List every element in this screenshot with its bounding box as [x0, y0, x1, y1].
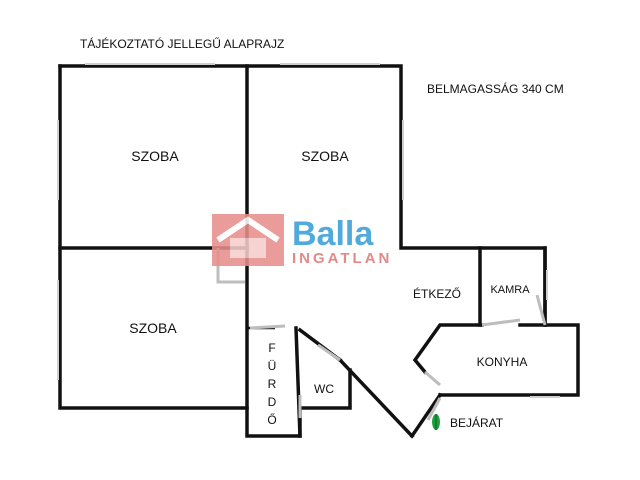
windows — [57, 63, 560, 398]
plan-title: TÁJÉKOZTATÓ JELLEGŰ ALAPRAJZ — [80, 36, 284, 51]
bathroom-letter: Ő — [267, 412, 276, 427]
watermark-logo: Balla INGATLAN — [212, 214, 392, 267]
bathroom-letter: F — [268, 341, 275, 355]
bathroom-letter: Ü — [268, 359, 277, 373]
room-label-top-left: SZOBA — [131, 148, 179, 164]
entrance-label: BEJÁRAT — [450, 415, 504, 430]
room-label-bottom-left: SZOBA — [129, 320, 177, 336]
wc-label: WC — [314, 382, 334, 396]
bathroom-letter: R — [268, 377, 277, 391]
ceiling-height-note: BELMAGASSÁG 340 CM — [427, 81, 564, 96]
watermark-brand: Balla — [292, 215, 374, 253]
entrance: BEJÁRAT — [432, 414, 504, 430]
room-label-top-right: SZOBA — [301, 148, 349, 164]
bathroom-label: F Ü R D Ő — [267, 341, 276, 427]
bathroom-letter: D — [268, 395, 277, 409]
watermark-subtitle: INGATLAN — [292, 250, 392, 267]
pantry-label: KAMRA — [490, 284, 530, 296]
kitchen-label: KONYHA — [477, 355, 528, 369]
entrance-marker-icon — [432, 414, 440, 430]
doors — [216, 248, 547, 421]
house-logo-icon — [212, 214, 284, 266]
walls — [58, 64, 580, 439]
dining-label: ÉTKEZŐ — [413, 286, 461, 301]
